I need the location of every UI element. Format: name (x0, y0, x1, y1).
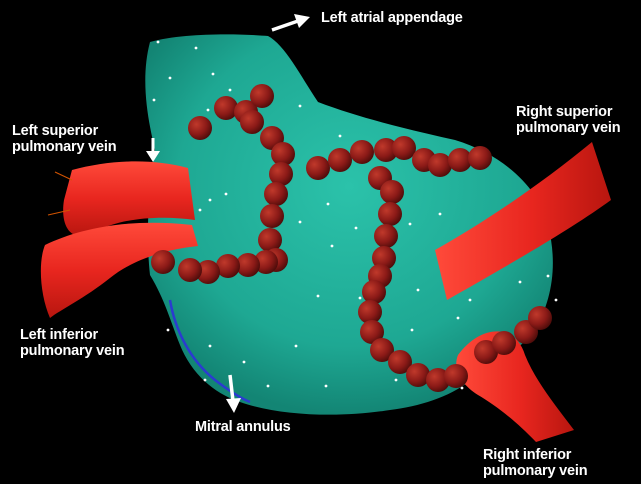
mapping-point (295, 345, 298, 348)
mapping-point (411, 329, 414, 332)
mapping-point (209, 199, 212, 202)
lesion-sphere (260, 204, 284, 228)
mapping-point (199, 209, 202, 212)
label-left-superior-line2: pulmonary vein (12, 139, 116, 155)
label-left-superior-line1: Left superior (12, 123, 116, 139)
lesion-sphere (362, 280, 386, 304)
lesion-sphere (444, 364, 468, 388)
lesion-sphere (269, 162, 293, 186)
mapping-point (207, 109, 210, 112)
mapping-point (243, 361, 246, 364)
mapping-point (457, 317, 460, 320)
mapping-point (317, 295, 320, 298)
mapping-point (359, 297, 362, 300)
mapping-point (339, 135, 342, 138)
mapping-point (519, 281, 522, 284)
lesion-sphere (374, 224, 398, 248)
mapping-point (355, 227, 358, 230)
label-right-inferior-pulmonary-vein: Right inferior pulmonary vein (483, 447, 587, 479)
lesion-sphere (468, 146, 492, 170)
lesion-sphere (380, 180, 404, 204)
label-left-atrial-appendage: Left atrial appendage (321, 10, 463, 26)
mapping-point (439, 213, 442, 216)
lesion-sphere (392, 136, 416, 160)
mapping-point (209, 345, 212, 348)
lesion-sphere (178, 258, 202, 282)
mapping-point (229, 89, 232, 92)
mapping-point (169, 77, 172, 80)
lesion-sphere (250, 84, 274, 108)
label-left-inferior-pulmonary-vein: Left inferior pulmonary vein (20, 327, 124, 359)
label-left-inferior-line2: pulmonary vein (20, 343, 124, 359)
lesion-sphere (306, 156, 330, 180)
lesion-sphere (492, 331, 516, 355)
mapping-point (225, 193, 228, 196)
mapping-point (325, 385, 328, 388)
label-right-inferior-line2: pulmonary vein (483, 463, 587, 479)
mapping-point (409, 223, 412, 226)
mapping-point (395, 379, 398, 382)
label-mitral-annulus: Mitral annulus (195, 419, 291, 435)
mapping-point (299, 105, 302, 108)
mapping-point (299, 221, 302, 224)
mapping-point (327, 203, 330, 206)
lesion-sphere (528, 306, 552, 330)
mapping-point (153, 99, 156, 102)
lesion-sphere (188, 116, 212, 140)
mapping-point (267, 385, 270, 388)
mapping-point (555, 299, 558, 302)
mapping-point (157, 41, 160, 44)
lesion-sphere (350, 140, 374, 164)
label-right-inferior-line1: Right inferior (483, 447, 587, 463)
lesion-sphere (378, 202, 402, 226)
mapping-point (167, 329, 170, 332)
mapping-point (331, 245, 334, 248)
lesion-sphere (328, 148, 352, 172)
mapping-point (417, 289, 420, 292)
lesion-sphere (151, 250, 175, 274)
label-right-superior-line2: pulmonary vein (516, 120, 620, 136)
mapping-point (195, 47, 198, 50)
label-right-superior-pulmonary-vein: Right superior pulmonary vein (516, 104, 620, 136)
label-left-inferior-line1: Left inferior (20, 327, 124, 343)
mapping-point (547, 275, 550, 278)
label-left-superior-pulmonary-vein: Left superior pulmonary vein (12, 123, 116, 155)
lesion-sphere (240, 110, 264, 134)
lesion-sphere (214, 96, 238, 120)
label-right-superior-line1: Right superior (516, 104, 620, 120)
mapping-point (212, 73, 215, 76)
mapping-point (469, 299, 472, 302)
lesion-sphere (406, 363, 430, 387)
mapping-point (461, 387, 464, 390)
lesion-sphere (428, 153, 452, 177)
mapping-point (204, 379, 207, 382)
lesion-sphere (264, 182, 288, 206)
